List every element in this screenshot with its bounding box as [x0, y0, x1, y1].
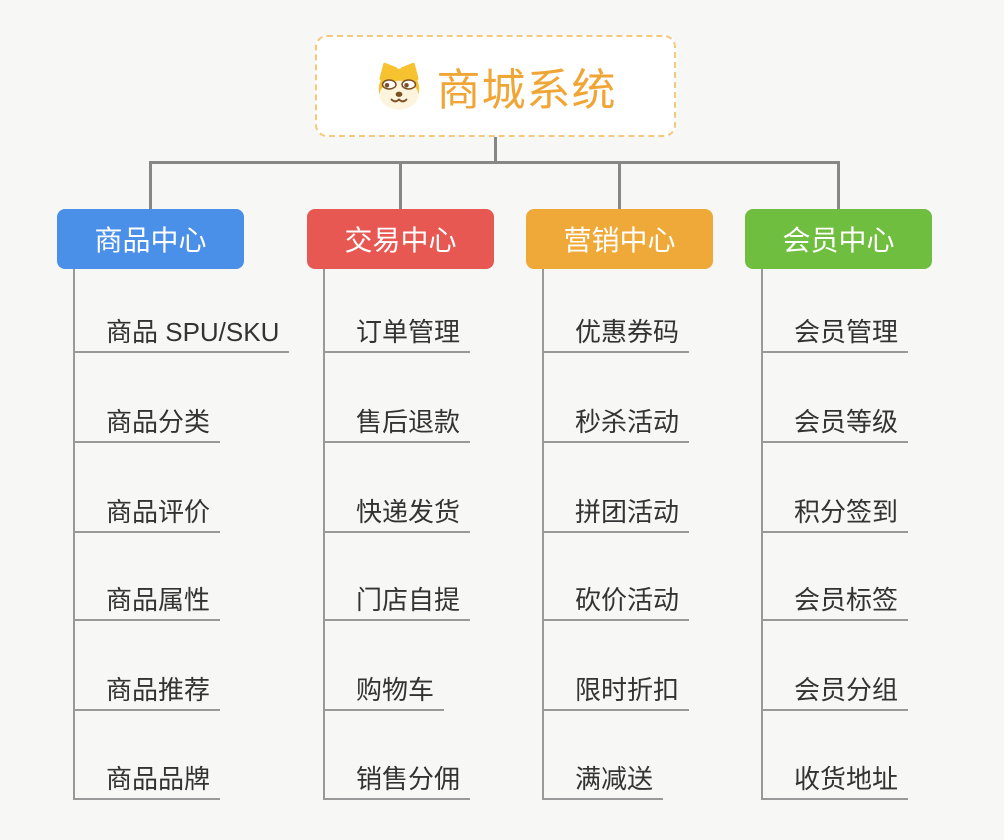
shiba-dog-icon [375, 62, 423, 110]
leaf-node[interactable]: 门店自提 [323, 583, 471, 621]
leaf-node[interactable]: 满减送 [542, 762, 664, 800]
leaf-node[interactable]: 商品 SPU/SKU [73, 315, 290, 353]
branch-spine-marketing [542, 269, 544, 800]
leaf-node[interactable]: 售后退款 [323, 405, 471, 443]
leaf-node[interactable]: 拼团活动 [542, 495, 690, 533]
leaf-node[interactable]: 购物车 [323, 673, 445, 711]
connector-horizontal-bar [149, 161, 840, 164]
connector-root-stub [494, 137, 497, 164]
leaf-node[interactable]: 订单管理 [323, 315, 471, 353]
leaf-node[interactable]: 会员分组 [761, 673, 909, 711]
connector-drop-marketing [618, 161, 621, 209]
leaf-node[interactable]: 优惠券码 [542, 315, 690, 353]
branch-header-members[interactable]: 会员中心 [745, 209, 932, 269]
leaf-node[interactable]: 销售分佣 [323, 762, 471, 800]
root-node[interactable]: 商城系统 [315, 35, 676, 137]
branch-spine-trade [323, 269, 325, 800]
leaf-node[interactable]: 商品品牌 [73, 762, 221, 800]
connector-drop-products [149, 161, 152, 209]
connector-drop-members [837, 161, 840, 209]
leaf-node[interactable]: 商品分类 [73, 405, 221, 443]
leaf-node[interactable]: 快递发货 [323, 495, 471, 533]
leaf-node[interactable]: 秒杀活动 [542, 405, 690, 443]
leaf-node[interactable]: 商品评价 [73, 495, 221, 533]
leaf-node[interactable]: 砍价活动 [542, 583, 690, 621]
root-title: 商城系统 [436, 66, 617, 115]
leaf-node[interactable]: 限时折扣 [542, 673, 690, 711]
leaf-node[interactable]: 积分签到 [761, 495, 909, 533]
leaf-node[interactable]: 收货地址 [761, 762, 909, 800]
branch-header-products[interactable]: 商品中心 [57, 209, 244, 269]
branch-spine-members [761, 269, 763, 800]
branch-header-trade[interactable]: 交易中心 [307, 209, 494, 269]
leaf-node[interactable]: 会员等级 [761, 405, 909, 443]
leaf-node[interactable]: 商品推荐 [73, 673, 221, 711]
leaf-node[interactable]: 商品属性 [73, 583, 221, 621]
connector-drop-trade [399, 161, 402, 209]
leaf-node[interactable]: 会员管理 [761, 315, 909, 353]
branch-header-marketing[interactable]: 营销中心 [526, 209, 713, 269]
branch-spine-products [73, 269, 75, 800]
leaf-node[interactable]: 会员标签 [761, 583, 909, 621]
